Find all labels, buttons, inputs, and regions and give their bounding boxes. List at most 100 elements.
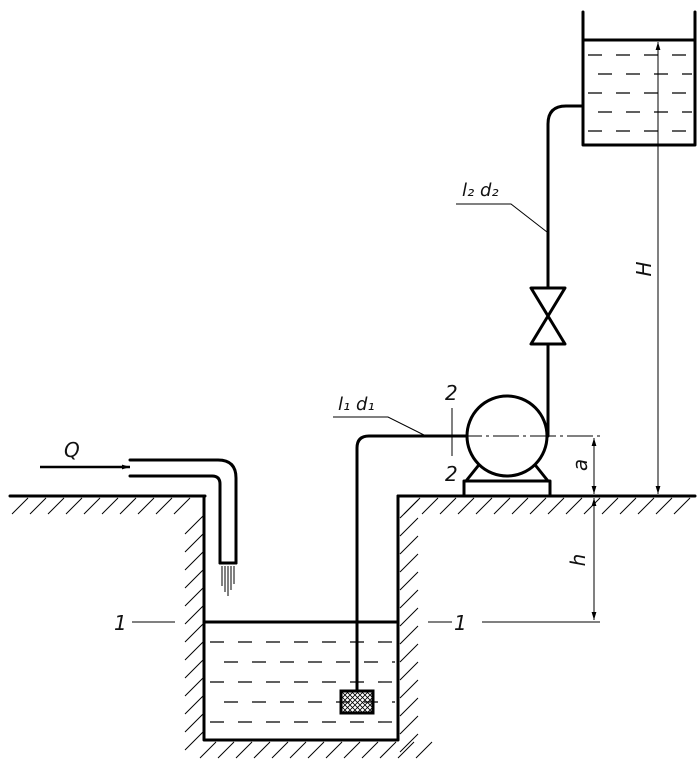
- delivery-pipe-leader: [456, 203, 548, 233]
- ground: [8, 494, 697, 759]
- hatch-line: [655, 497, 673, 515]
- hatch-line: [397, 741, 415, 759]
- hatch-line: [399, 607, 419, 627]
- hatch-line: [361, 741, 379, 759]
- hatch-line: [83, 497, 101, 515]
- hatch-line: [399, 625, 419, 645]
- hatch-line: [65, 497, 83, 515]
- hatch-line: [11, 497, 29, 515]
- flow-label: Q: [64, 438, 80, 462]
- hatch-line: [415, 741, 433, 759]
- hatch-line: [119, 497, 137, 515]
- hatch-line: [47, 497, 65, 515]
- pump-base: [462, 479, 552, 498]
- suction-pipe-line: [355, 434, 472, 692]
- hatch-line: [184, 659, 204, 679]
- pit-bottom-hatching: [199, 741, 433, 759]
- hatch-line: [399, 571, 419, 591]
- valve-icon: [529, 286, 567, 346]
- hatch-line: [101, 497, 119, 515]
- hatch-line: [673, 497, 691, 515]
- hatch-line: [217, 741, 235, 759]
- delivery-pipe-label: l₂ d₂: [462, 180, 499, 201]
- hatch-line: [184, 695, 204, 715]
- hatch-line: [173, 497, 191, 515]
- hatch-line: [475, 497, 493, 515]
- hatch-line: [184, 677, 204, 697]
- section-1-left-label: 1: [114, 611, 127, 635]
- section-1-right-label: 1: [454, 611, 467, 635]
- hatch-line: [253, 741, 271, 759]
- hatch-line: [235, 741, 253, 759]
- hatch-line: [547, 497, 565, 515]
- hatch-line: [493, 497, 511, 515]
- section-2-top-label: 2: [445, 381, 458, 405]
- suction-pipe-leader: [333, 416, 425, 436]
- hatch-line: [271, 741, 289, 759]
- dimension-h-label: h: [566, 554, 590, 567]
- hatch-line: [399, 697, 419, 717]
- pump-legs: [464, 464, 550, 483]
- hatch-line: [399, 679, 419, 699]
- hatch-line: [184, 533, 204, 553]
- hatch-line: [184, 515, 204, 535]
- hatch-line: [399, 535, 419, 555]
- hatch-line: [439, 497, 457, 515]
- hatch-line: [184, 551, 204, 571]
- hatch-line: [184, 731, 204, 751]
- delivery-pipe: l₂ d₂: [456, 104, 585, 438]
- hatch-line: [184, 569, 204, 589]
- hatch-line: [399, 499, 419, 519]
- upper-tank-walls: [581, 10, 697, 147]
- hatch-line: [511, 497, 529, 515]
- hatch-line: [421, 497, 439, 515]
- dimension-a-label: a: [568, 459, 592, 471]
- inflow-pipe-outer: [128, 458, 238, 565]
- section-1: 1 1: [114, 611, 600, 635]
- hatch-line: [307, 741, 325, 759]
- hatch-line: [184, 605, 204, 625]
- hatch-line: [289, 741, 307, 759]
- hatch-line: [529, 497, 547, 515]
- suction-pipe-label: l₁ d₁: [338, 394, 375, 415]
- pump: 2 2: [445, 381, 600, 498]
- inflow-pipe-inner: [128, 474, 222, 565]
- hatch-line: [325, 741, 343, 759]
- pit-wall-hatching-right: [399, 499, 419, 753]
- hatch-line: [565, 497, 583, 515]
- suction-pipe: l₁ d₁: [333, 394, 472, 715]
- section-2-bottom-label: 2: [445, 462, 458, 486]
- ground-hatching-right: [403, 497, 691, 515]
- hatch-line: [184, 587, 204, 607]
- delivery-pipe-upper: [546, 104, 585, 290]
- pit-wall-hatching-left: [184, 515, 204, 751]
- hatch-line: [399, 661, 419, 681]
- hatch-line: [29, 497, 47, 515]
- hatch-line: [619, 497, 637, 515]
- outflow-stream: [221, 566, 235, 596]
- hatch-line: [399, 733, 419, 753]
- hatch-line: [601, 497, 619, 515]
- hatch-line: [399, 643, 419, 663]
- upper-reservoir: [581, 10, 697, 147]
- ground-hatching-left: [11, 497, 191, 515]
- lower-reservoir: [202, 494, 400, 742]
- hatch-line: [457, 497, 475, 515]
- hatch-line: [399, 517, 419, 537]
- hatch-line: [199, 741, 217, 759]
- inflow-pipe: Q: [40, 438, 238, 596]
- hatch-line: [155, 497, 173, 515]
- pit-walls: [202, 494, 400, 742]
- hatch-line: [379, 741, 397, 759]
- hatch-line: [184, 641, 204, 661]
- hatch-line: [637, 497, 655, 515]
- dimensions: H a h: [566, 42, 661, 620]
- hatch-line: [399, 553, 419, 573]
- hatch-line: [583, 497, 601, 515]
- hatch-line: [343, 741, 361, 759]
- hatch-line: [399, 589, 419, 609]
- hatch-line: [184, 623, 204, 643]
- hatch-line: [137, 497, 155, 515]
